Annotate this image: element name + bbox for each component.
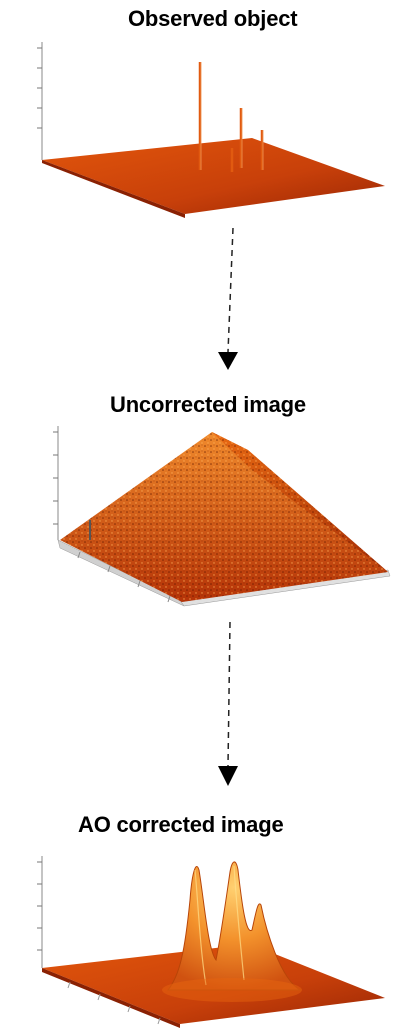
z-axis-ticks <box>37 48 42 128</box>
arrow-observed-to-uncorrected <box>218 228 238 370</box>
corrected-halo <box>162 978 302 1002</box>
uncorrected-speckle <box>60 432 388 602</box>
uncorrected-image-plot <box>53 426 390 606</box>
observed-base-surface <box>42 138 385 214</box>
arrow-uncorrected-to-corrected <box>218 622 238 786</box>
z-axis-ticks-2 <box>53 432 58 524</box>
z-axis-ticks-3 <box>37 862 42 950</box>
corrected-psf-peaks <box>168 862 300 990</box>
arrowhead-1 <box>218 352 238 370</box>
ao-corrected-plot <box>37 856 385 1028</box>
arrowhead-2 <box>218 766 238 786</box>
observed-object-plot <box>37 42 385 218</box>
